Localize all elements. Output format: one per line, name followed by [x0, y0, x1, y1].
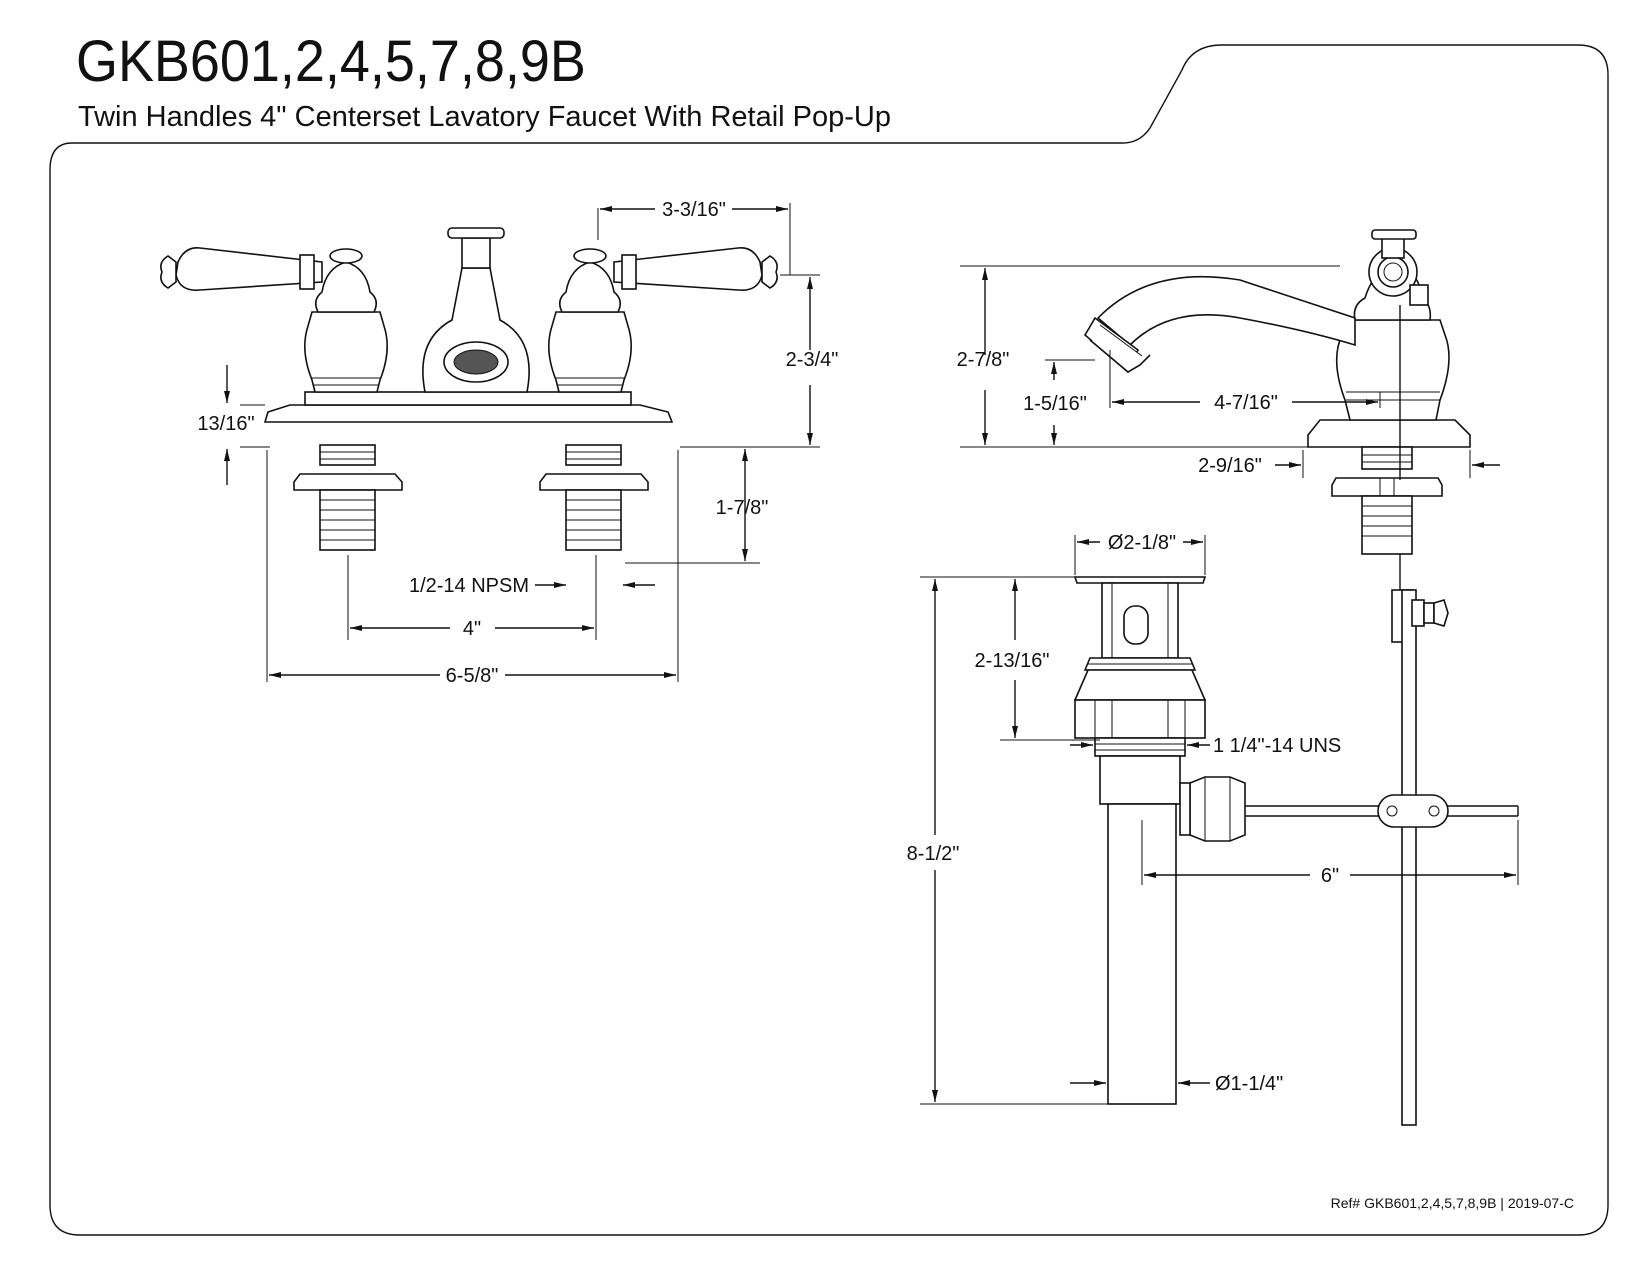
dim-handle-reach: 3-3/16" [662, 199, 726, 221]
page-title: GKB601,2,4,5,7,8,9B [76, 29, 586, 94]
dim-side-height: 2-7/8" [957, 349, 1010, 371]
dim-spout-clearance: 1-5/16" [1023, 393, 1087, 415]
reference-number: Ref# GKB601,2,4,5,7,8,9B | 2019-07-C [1330, 1195, 1574, 1211]
dim-faucet-height: 2-3/4" [786, 349, 839, 371]
dim-rod-length: 6" [1321, 865, 1339, 887]
dim-base-height: 13/16" [197, 413, 254, 435]
dim-drain-flange-height: 2-13/16" [975, 650, 1050, 672]
dim-base-depth: 2-9/16" [1198, 455, 1262, 477]
dim-center-spacing: 4" [463, 618, 481, 640]
dim-drain-length: 8-1/2" [907, 843, 960, 865]
dim-spout-reach: 4-7/16" [1214, 392, 1278, 414]
dim-overall-width: 6-5/8" [446, 665, 499, 687]
side-view [960, 229, 1500, 590]
dim-tailpiece-diameter: Ø1-1/4" [1215, 1073, 1283, 1095]
dim-shank-length: 1-7/8" [716, 497, 769, 519]
front-view [160, 203, 820, 682]
dim-drain-thread: 1 1/4"-14 UNS [1213, 735, 1341, 757]
dim-drain-diameter: Ø2-1/8" [1108, 532, 1176, 554]
dim-thread-spec: 1/2-14 NPSM [409, 575, 529, 597]
drain-view [920, 535, 1519, 1126]
page-subtitle: Twin Handles 4" Centerset Lavatory Fauce… [78, 101, 891, 133]
drawing-frame [49, 44, 1609, 1236]
